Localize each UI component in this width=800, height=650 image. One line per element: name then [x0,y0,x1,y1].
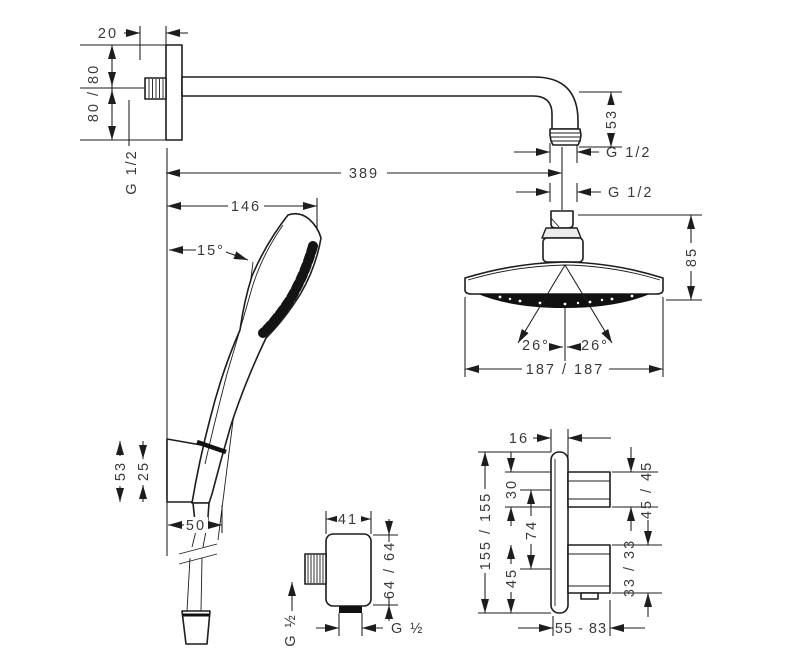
ball-joint-cone [541,227,582,239]
dim-arm-outlet-thread: G 1/2 [606,145,651,161]
dim-spray-angle-left: 26° [522,338,550,354]
dim-thermo-handle-top: 45 / 45 [639,461,655,519]
wall-outlet-port [339,606,362,613]
dim-overhead-height: 85 [684,247,700,267]
hand-shower-spray-face [258,241,318,338]
dim-overhead-diameter: 187 / 187 [526,362,604,378]
dim-arm-wall-thread: G 1/2 [124,149,140,194]
dim-thermo-bottom-offset: 45 [504,568,520,588]
ball-joint-nut [550,210,574,229]
dim-outlet-width: 41 [338,512,358,528]
shower-arm [181,76,579,130]
wall-thread-connector [144,77,167,100]
holder-clamp [196,439,227,455]
wall-outlet-thread [304,553,327,585]
hose-connector [181,610,211,645]
dim-outlet-height: 64 / 64 [382,541,398,599]
dim-outlet-bottom-thread: G ½ [391,621,424,637]
dim-thermo-handle-spacing: 74 [524,520,540,540]
hand-shower-group [166,212,322,504]
dim-thermo-height: 155 / 155 [478,492,494,570]
dim-arm-length: 389 [349,166,379,182]
dimension-labels: 20 80 / 80 G 1/2 389 53 G 1/2 G 1/2 146 … [86,26,700,647]
dim-thermo-depth: 16 [509,431,529,447]
overhead-shower [464,210,664,308]
dim-thermo-handle-bottom: 33 / 33 [622,539,638,597]
dim-holder-width: 50 [186,518,206,534]
thermostat [550,451,611,614]
dim-thermo-depth-range: 55 - 83 [555,621,607,637]
dim-arm-drop: 53 [604,109,620,129]
dim-arm-flange: 80 / 80 [86,64,102,122]
hand-shower [191,212,322,504]
thermostat-handle-bottom [567,544,611,594]
dim-outlet-side-thread: G ½ [283,613,299,646]
thermostat-handle-tab [580,592,599,600]
overhead-spray-face [478,294,650,308]
dim-thermo-top-offset: 30 [504,479,520,499]
dim-spray-angle-right: 26° [581,338,609,354]
wall-outlet [304,533,372,613]
dim-arm-wall-offset: 20 [98,26,118,42]
overhead-shower-head [464,261,664,295]
thermostat-plate [550,451,569,614]
ball-joint-body [542,237,584,263]
thermostat-handle-top [567,471,611,508]
wall-flange [165,44,183,141]
dim-head-thread: G 1/2 [608,185,653,201]
dim-handshower-length: 146 [231,199,261,215]
wall-outlet-body [325,533,372,607]
dim-holder-height: 53 [113,461,129,481]
dim-handshower-angle: 15° [197,243,225,259]
shower-arm-assembly [144,44,582,146]
dim-holder-offset: 25 [136,461,152,481]
dimension-text-gaps [112,105,699,597]
